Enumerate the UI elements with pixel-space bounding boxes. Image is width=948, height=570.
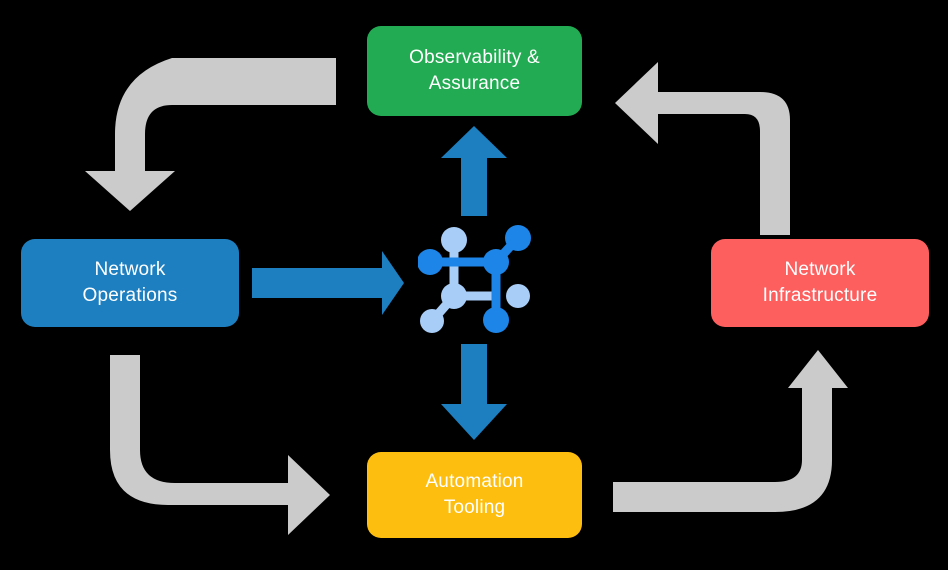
- topology-node: [483, 307, 509, 333]
- node-label: Network Infrastructure: [762, 259, 878, 306]
- topology-node: [483, 249, 509, 275]
- arrow-gray-top-right: [615, 62, 790, 235]
- arrow-gray-bottom-right: [613, 350, 848, 512]
- topology-node: [441, 283, 467, 309]
- arrow-blue-center-to-top: [441, 126, 507, 216]
- node-observability-assurance[interactable]: Observability & Assurance: [367, 26, 582, 116]
- arrow-gray-top-left: [85, 58, 336, 211]
- topology-node: [505, 225, 531, 251]
- arrow-blue-center-to-bottom: [441, 344, 507, 440]
- arrow-gray-bottom-left: [110, 355, 330, 535]
- topology-node: [420, 309, 444, 333]
- node-label: Network Operations: [82, 259, 178, 306]
- node-network-operations[interactable]: Network Operations: [21, 239, 239, 327]
- topology-node: [441, 227, 467, 253]
- network-topology-icon: [418, 225, 531, 333]
- node-label: Observability & Assurance: [409, 47, 540, 94]
- topology-node: [418, 249, 443, 275]
- node-label: Automation Tooling: [425, 471, 524, 518]
- node-network-infrastructure[interactable]: Network Infrastructure: [711, 239, 929, 327]
- arrow-blue-left-to-center: [252, 251, 404, 315]
- node-automation-tooling[interactable]: Automation Tooling: [367, 452, 582, 538]
- topology-node: [506, 284, 530, 308]
